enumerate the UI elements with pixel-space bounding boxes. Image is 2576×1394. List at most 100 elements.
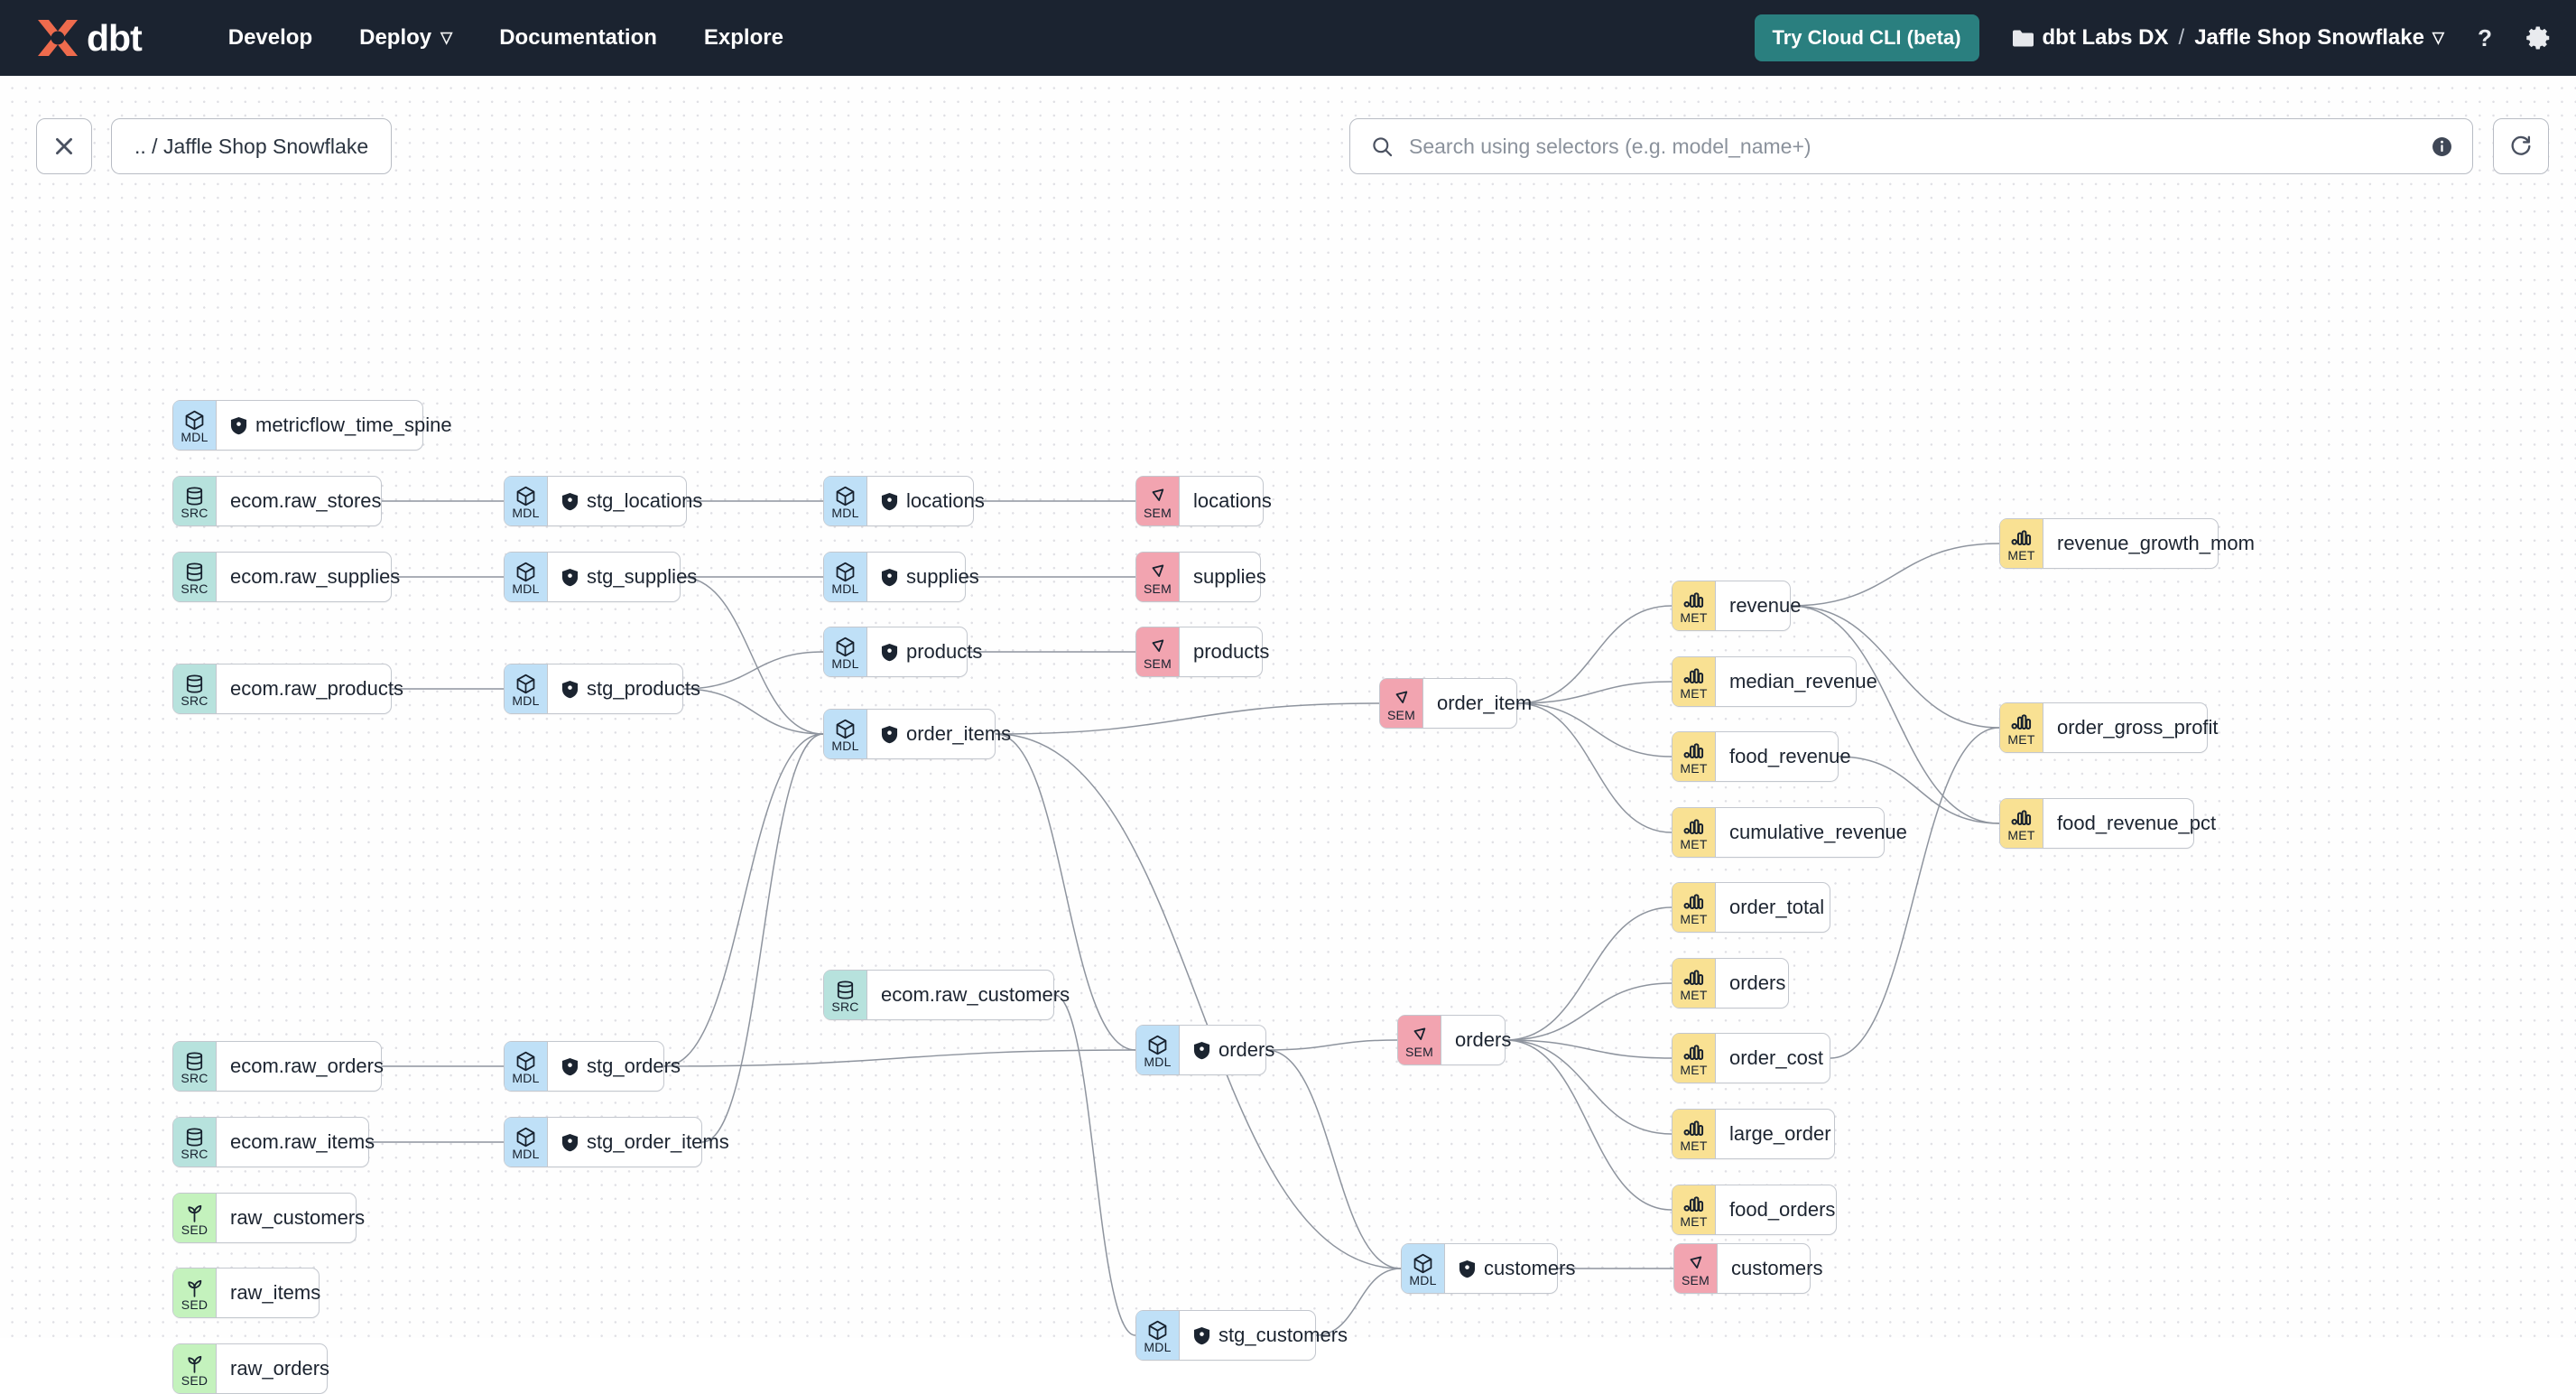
node-label-wrap: customers <box>1718 1244 1838 1293</box>
lineage-edge <box>1053 994 1136 1336</box>
graph-node-stg_locations[interactable]: MDL stg_locations <box>504 476 702 526</box>
refresh-button[interactable] <box>2493 118 2549 174</box>
bar-chart-icon <box>1683 1195 1704 1212</box>
node-type-badge-mdl: MDL <box>505 1042 548 1091</box>
cube-icon <box>516 562 535 581</box>
cube-icon <box>516 674 535 693</box>
node-label-wrap: raw_customers <box>217 1194 380 1242</box>
node-label: stg_products <box>587 677 700 700</box>
node-type-glyph <box>514 1127 538 1148</box>
node-type-badge-sem: SEM <box>1136 627 1180 676</box>
shield-check-icon <box>561 568 579 586</box>
sprout-icon <box>188 1279 202 1297</box>
node-label-wrap: customers <box>1445 1244 1590 1293</box>
node-label: locations <box>906 489 985 512</box>
lineage-edge <box>1505 1039 1673 1059</box>
graph-breadcrumb[interactable]: .. / Jaffle Shop Snowflake <box>111 118 393 174</box>
node-label: cumulative_revenue <box>1729 821 1907 843</box>
try-cloud-cli-button[interactable]: Try Cloud CLI (beta) <box>1754 14 1979 61</box>
info-icon[interactable] <box>2430 135 2454 159</box>
nav-deploy[interactable]: Deploy ▽ <box>336 16 476 60</box>
settings-button[interactable] <box>2525 24 2553 51</box>
public-access-shield-icon <box>1193 1326 1210 1345</box>
network-icon <box>1152 564 1164 577</box>
node-type-code: SEM <box>1144 655 1172 671</box>
node-type-glyph <box>514 562 538 582</box>
lineage-canvas[interactable]: .. / Jaffle Shop Snowflake Search using … <box>0 76 2576 1394</box>
node-type-badge-mdl: MDL <box>1136 1026 1180 1074</box>
node-type-code: MDL <box>512 581 540 596</box>
node-label: products <box>906 640 983 663</box>
node-label: stg_locations <box>587 489 703 512</box>
node-type-glyph <box>514 1051 538 1072</box>
node-type-badge-sed: SED <box>173 1344 217 1393</box>
breadcrumb-separator: / <box>2178 25 2185 50</box>
graph-node-stg_supplies[interactable]: MDL stg_supplies <box>504 552 697 602</box>
network-icon <box>1152 639 1164 652</box>
node-type-glyph <box>833 980 857 1000</box>
project-selector[interactable]: Jaffle Shop Snowflake ▽ <box>2194 25 2444 51</box>
cube-icon <box>516 1127 535 1147</box>
node-type-glyph <box>182 1278 207 1298</box>
help-button[interactable]: ? <box>2471 24 2498 51</box>
shield-check-icon <box>1193 1041 1210 1059</box>
account-breadcrumb-item[interactable]: dbt Labs DX <box>2012 25 2169 51</box>
nav-explore[interactable]: Explore <box>681 16 807 60</box>
node-type-badge-src: SRC <box>173 1118 217 1166</box>
nav-documentation[interactable]: Documentation <box>476 16 681 60</box>
node-label-wrap: stg_products <box>548 664 716 713</box>
dbt-logo[interactable]: dbt <box>34 17 143 59</box>
close-graph-button[interactable] <box>36 118 92 174</box>
node-label: stg_supplies <box>587 565 698 588</box>
node-type-badge-src: SRC <box>173 553 217 601</box>
search-input[interactable]: Search using selectors (e.g. model_name+… <box>1349 118 2473 174</box>
bar-chart-icon <box>1683 591 1704 608</box>
primary-nav: Develop Deploy ▽ Documentation Explore <box>205 16 807 60</box>
nav-develop[interactable]: Develop <box>205 16 336 60</box>
node-type-glyph <box>1682 892 1706 913</box>
node-label-wrap: products <box>1180 627 1284 676</box>
node-label-wrap: locations <box>1180 477 1287 525</box>
node-type-glyph <box>1682 1119 1706 1139</box>
node-type-code: MDL <box>512 505 540 520</box>
